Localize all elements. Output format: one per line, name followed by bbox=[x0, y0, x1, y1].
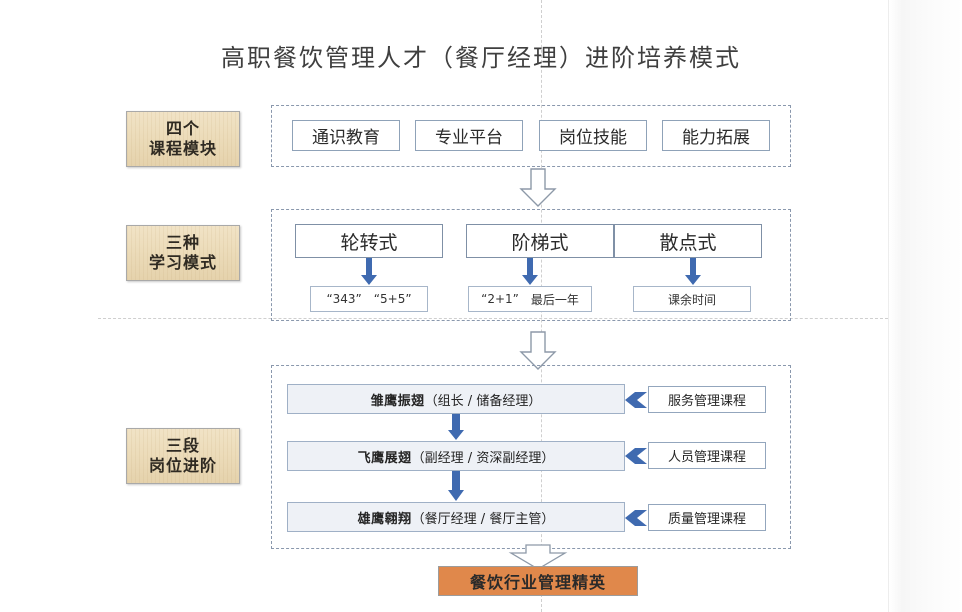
course-box-service-management[interactable]: 服务管理课程 bbox=[648, 386, 766, 413]
section-label-stages: 三段 岗位进阶 bbox=[126, 428, 240, 484]
course-box-quality-management[interactable]: 质量管理课程 bbox=[648, 504, 766, 531]
section-label-modules-line1: 四个 bbox=[165, 119, 200, 139]
mode-box-rotation[interactable]: 轮转式 bbox=[295, 224, 443, 258]
section-container-modules bbox=[271, 105, 791, 167]
horizontal-guide-line bbox=[98, 318, 888, 319]
section-container-modes bbox=[271, 209, 791, 321]
mode-box-scattered[interactable]: 散点式 bbox=[614, 224, 762, 258]
section-label-modules-line2: 课程模块 bbox=[148, 139, 217, 158]
progression-box-stage-3[interactable]: 雄鹰翱翔 （餐厅经理 / 餐厅主管） bbox=[287, 502, 625, 532]
progression-role-stage-3: （餐厅经理 / 餐厅主管） bbox=[411, 511, 555, 527]
progression-name-stage-2: 飞鹰展翅 bbox=[357, 450, 412, 466]
section-label-stages-line2: 岗位进阶 bbox=[148, 456, 217, 475]
result-box[interactable]: 餐饮行业管理精英 bbox=[438, 566, 638, 596]
progression-role-stage-2: （副经理 / 资深副经理） bbox=[411, 450, 555, 466]
module-box-job-skills[interactable]: 岗位技能 bbox=[539, 120, 647, 151]
mode-detail-ladder: “2+1” 最后一年 bbox=[468, 286, 592, 312]
progression-box-stage-1[interactable]: 雏鹰振翅 （组长 / 储备经理） bbox=[287, 384, 625, 414]
hollow-down-arrow-icon bbox=[518, 331, 558, 371]
blue-down-arrow-icon bbox=[447, 414, 465, 441]
blue-down-arrow-icon bbox=[360, 258, 378, 286]
module-box-general-education[interactable]: 通识教育 bbox=[292, 120, 400, 151]
mode-detail-ladder-b: 最后一年 bbox=[530, 292, 579, 307]
module-box-ability-expansion[interactable]: 能力拓展 bbox=[662, 120, 770, 151]
module-box-professional-platform[interactable]: 专业平台 bbox=[415, 120, 523, 151]
course-box-personnel-management[interactable]: 人员管理课程 bbox=[648, 442, 766, 469]
blue-down-arrow-icon bbox=[447, 471, 465, 502]
page-title: 高职餐饮管理人才（餐厅经理）进阶培养模式 bbox=[221, 44, 741, 72]
progression-name-stage-3: 雄鹰翱翔 bbox=[357, 511, 412, 527]
section-label-modules: 四个 课程模块 bbox=[126, 111, 240, 167]
blue-left-chevron-icon bbox=[625, 448, 647, 464]
blue-down-arrow-icon bbox=[684, 258, 702, 286]
section-label-modes: 三种 学习模式 bbox=[126, 225, 240, 281]
section-label-modes-line1: 三种 bbox=[165, 233, 200, 253]
progression-name-stage-1: 雏鹰振翅 bbox=[370, 393, 425, 409]
mode-detail-scattered: 课余时间 bbox=[633, 286, 751, 312]
blue-left-chevron-icon bbox=[625, 392, 647, 408]
mode-detail-rotation-a: “343” bbox=[326, 292, 362, 306]
progression-role-stage-1: （组长 / 储备经理） bbox=[424, 393, 542, 409]
mode-detail-rotation: “343” “5+5” bbox=[310, 286, 428, 312]
mode-detail-rotation-b: “5+5” bbox=[373, 292, 412, 306]
mode-detail-ladder-a: “2+1” bbox=[481, 292, 519, 306]
blue-down-arrow-icon bbox=[521, 258, 539, 286]
progression-box-stage-2[interactable]: 飞鹰展翅 （副经理 / 资深副经理） bbox=[287, 441, 625, 471]
hollow-down-arrow-icon bbox=[518, 168, 558, 208]
section-label-modes-line2: 学习模式 bbox=[148, 253, 217, 272]
slide-page-edge bbox=[888, 0, 962, 612]
mode-box-ladder[interactable]: 阶梯式 bbox=[466, 224, 614, 258]
blue-left-chevron-icon bbox=[625, 510, 647, 526]
section-label-stages-line1: 三段 bbox=[165, 436, 200, 456]
hollow-down-arrow-icon bbox=[508, 544, 568, 570]
